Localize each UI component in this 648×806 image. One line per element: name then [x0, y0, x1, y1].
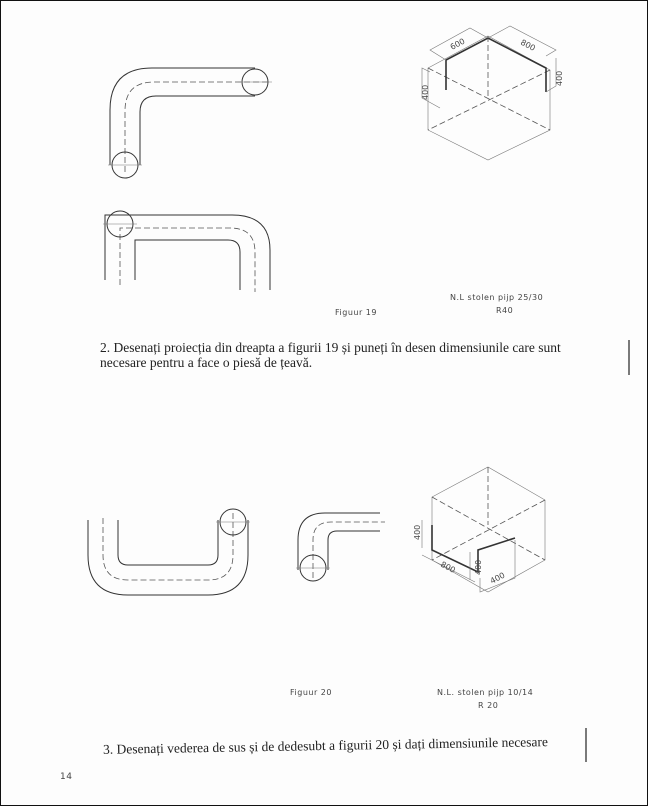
dim-400-left: 400 — [421, 85, 430, 100]
figure20-radius: R 20 — [478, 701, 499, 710]
dim-400-right: 400 — [555, 71, 564, 86]
dim-400-mid: 400 — [474, 560, 483, 575]
fig20-u-drawing — [87, 508, 250, 596]
question2-line2: necesare pentru a face o piesă de țeavă. — [100, 355, 313, 370]
fig19-elbow-drawing — [108, 67, 272, 179]
figure20-spec: N.L. stolen pijp 10/14 — [437, 688, 534, 697]
fig20-isometric-cube: 400 800 400 400 — [413, 466, 546, 593]
figure20-caption: Figuur 20 — [290, 688, 332, 697]
dim-400-left: 400 — [413, 525, 422, 540]
figure19-caption: Figuur 19 — [335, 308, 377, 317]
dim-600: 600 — [449, 37, 467, 52]
figure19-radius: R40 — [496, 306, 514, 315]
fig20-elbow-drawing — [296, 512, 385, 582]
page-number: 14 — [60, 772, 73, 782]
fig19-u-drawing — [103, 210, 271, 292]
question2-line1: 2. Desenați proiecția din dreapta a figu… — [100, 340, 561, 355]
dim-400-bottom: 400 — [489, 571, 507, 586]
dim-800: 800 — [519, 38, 537, 53]
figure19-spec: N.L stolen pijp 25/30 — [450, 293, 544, 302]
fig19-isometric-cube: 600 800 400 400 — [421, 25, 564, 161]
